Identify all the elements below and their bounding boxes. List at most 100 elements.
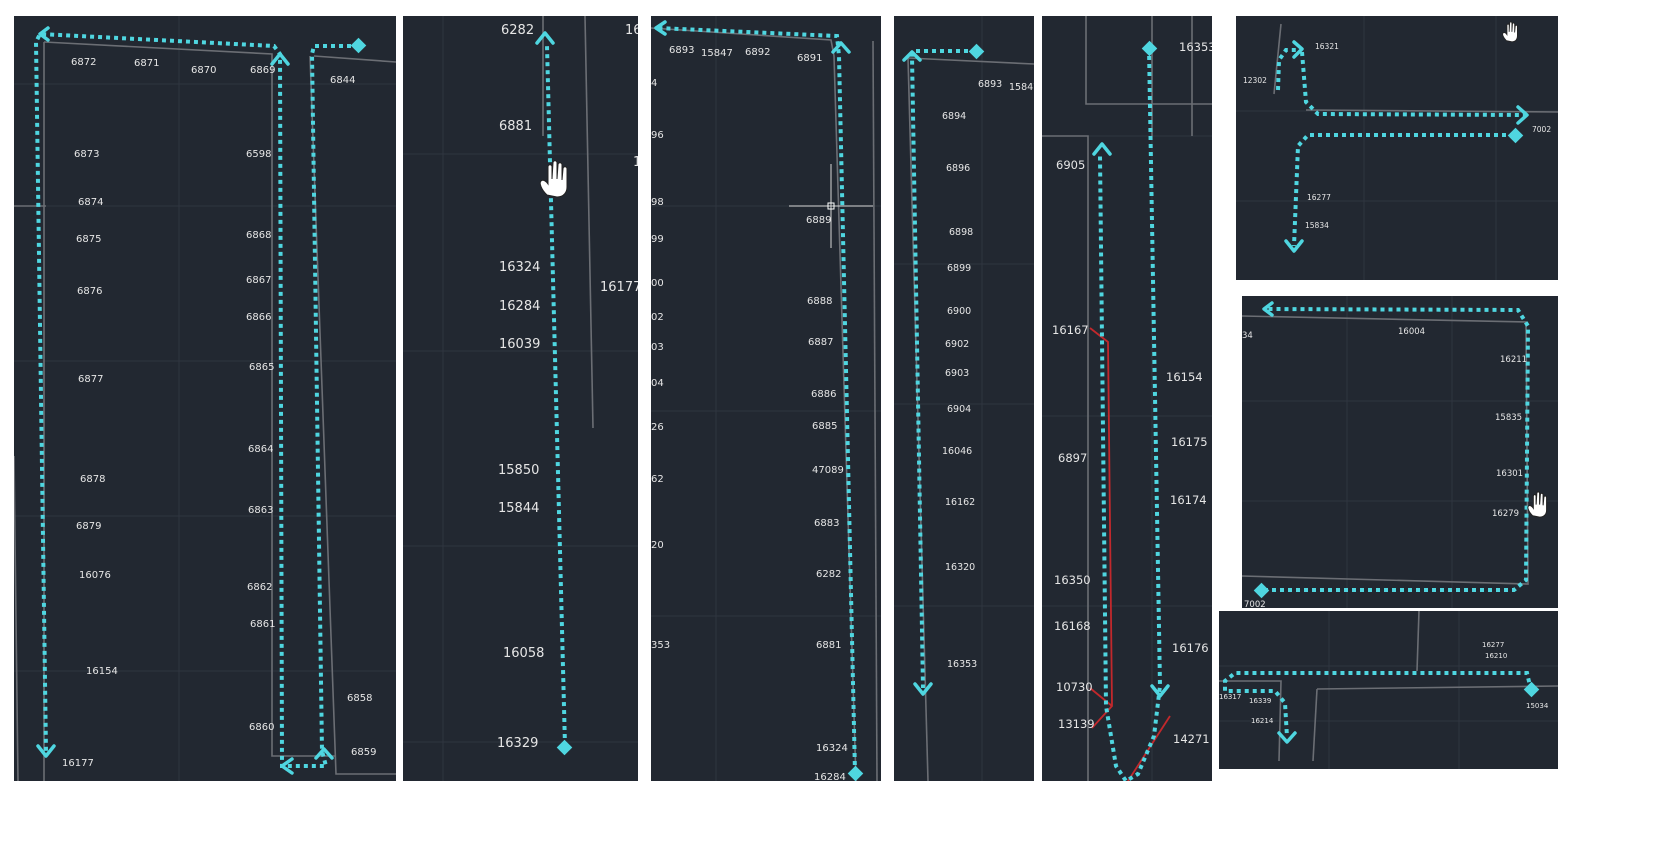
parcel-label: 00 (651, 278, 664, 289)
map-panel-7[interactable]: 34 16004 16211 15835 16301 16279 7002 (1242, 296, 1558, 608)
map-panel-3[interactable]: 6893 15847 6892 6891 4 96 98 99 00 02 03… (651, 16, 881, 781)
map-panel-6[interactable]: 16321 12302 7002 16277 15834 (1236, 16, 1558, 280)
parcel-label: 16353 (1179, 40, 1212, 54)
parcel-label: 6881 (816, 640, 841, 651)
parcel-label: 6885 (812, 421, 837, 432)
parcel-label: 6900 (947, 306, 971, 317)
map-panel-8[interactable]: 16277 16210 16317 16339 16214 15034 (1219, 611, 1558, 769)
parcel-label: 16174 (1170, 493, 1207, 507)
parcel-label: 6873 (74, 149, 99, 160)
parcel-label: 6862 (247, 582, 272, 593)
start-diamond-icon (1507, 127, 1524, 144)
parcel-label: 15834 (1305, 221, 1329, 230)
parcel-label: 16321 (1315, 42, 1339, 51)
parcel-label: 16176 (1172, 641, 1209, 655)
parcel-label: 353 (651, 640, 670, 651)
parcel-label: 16 (625, 23, 638, 38)
parcel-label: 6860 (249, 722, 274, 733)
parcel-label: 6875 (76, 234, 101, 245)
parcel-label: 6869 (250, 65, 275, 76)
parcel-label: 99 (651, 234, 664, 245)
parcel-label: 04 (651, 378, 664, 389)
parcel-label: 6864 (248, 444, 273, 455)
parcel-label: 6879 (76, 521, 101, 532)
parcel-label: 16350 (1054, 573, 1091, 587)
parcel-label: 16329 (497, 736, 538, 751)
parcel-label: 7002 (1532, 125, 1551, 134)
hand-cursor-icon (539, 160, 568, 198)
parcel-label: 6897 (1058, 451, 1087, 465)
parcel-label: 16046 (942, 446, 972, 457)
parcel-label: 6866 (246, 312, 271, 323)
parcel-label: 13139 (1058, 717, 1095, 731)
parcel-label: 6904 (947, 404, 971, 415)
parcel-label: 16284 (499, 299, 540, 314)
start-diamond-icon (1523, 681, 1540, 698)
parcel-label: 6889 (806, 215, 831, 226)
start-diamond-icon (350, 37, 367, 54)
parcel-label: 16284 (814, 772, 846, 781)
parcel-label: 6905 (1056, 158, 1085, 172)
parcel-label: 6874 (78, 197, 103, 208)
parcel-label: 6883 (814, 518, 839, 529)
parcel-label: 6859 (351, 747, 376, 758)
parcel-label: 62 (651, 474, 664, 485)
parcel-label: 16339 (1249, 697, 1271, 705)
parcel-label: 6893 (978, 79, 1002, 90)
parcel-label: 20 (651, 540, 664, 551)
parcel-label: 03 (651, 342, 664, 353)
parcel-label: 6899 (947, 263, 971, 274)
parcel-label: 15847 (1009, 82, 1034, 93)
parcel-label: 6863 (248, 505, 273, 516)
crosshair-cursor-icon (789, 164, 873, 248)
parcel-label: 16279 (1492, 509, 1519, 519)
hand-cursor-icon (1502, 21, 1518, 43)
parcel-label: 6876 (77, 286, 102, 297)
parcel-label: 6870 (191, 65, 216, 76)
parcel-label: 16177 (62, 758, 94, 769)
parcel-label: 6844 (330, 75, 355, 86)
parcel-label: 6867 (246, 275, 271, 286)
start-diamond-icon (1141, 40, 1158, 57)
parcel-label: 6894 (942, 111, 966, 122)
parcel-label: 16320 (945, 562, 975, 573)
parcel-label: 6898 (949, 227, 973, 238)
parcel-label: 6868 (246, 230, 271, 241)
parcel-label: 47089 (812, 465, 844, 476)
parcel-label: 10730 (1056, 680, 1093, 694)
parcel-label: 6881 (499, 119, 532, 134)
parcel-label: 16277 (1307, 193, 1331, 202)
parcel-label: 6886 (811, 389, 836, 400)
parcel-label: 16211 (1500, 355, 1527, 365)
parcel-label: 6282 (501, 23, 534, 38)
parcel-label: 15850 (498, 463, 539, 478)
parcel-label: 6878 (80, 474, 105, 485)
parcel-label: 6865 (249, 362, 274, 373)
parcel-label: 16154 (1166, 370, 1203, 384)
parcel-label: 15034 (1526, 702, 1549, 710)
parcel-label: 6861 (250, 619, 275, 630)
parcel-label: 16353 (947, 659, 977, 670)
parcel-label: 98 (651, 197, 664, 208)
parcel-label: 6858 (347, 693, 372, 704)
map-panel-1[interactable]: 6872 6871 6870 6869 6844 6873 6598 6874 … (14, 16, 396, 781)
parcel-label: 16210 (1485, 652, 1507, 660)
parcel-label: 16058 (503, 646, 544, 661)
parcel-label: 26 (651, 422, 664, 433)
parcel-label: 16317 (1219, 693, 1241, 701)
parcel-label: 34 (1242, 331, 1253, 341)
map-panel-4[interactable]: 6893 15847 6894 6896 6898 6899 6900 6902… (894, 16, 1034, 781)
start-diamond-icon (847, 765, 864, 781)
parcel-label: 6902 (945, 339, 969, 350)
parcel-label: 6877 (78, 374, 103, 385)
parcel-label: 14271 (1173, 732, 1210, 746)
map-panel-2[interactable]: 6282 16 6881 16 16324 16177 16284 16039 … (403, 16, 638, 781)
parcel-label: 4 (651, 78, 657, 89)
parcel-label: 15835 (1495, 413, 1522, 423)
parcel-label: 16177 (600, 280, 638, 295)
parcel-label: 12302 (1243, 76, 1267, 85)
parcel-label: 16167 (1052, 323, 1089, 337)
parcel-label: 6896 (946, 163, 970, 174)
parcel-label: 6891 (797, 53, 822, 64)
map-panel-5[interactable]: 16353 6905 16167 16154 16175 6897 16174 … (1042, 16, 1212, 781)
